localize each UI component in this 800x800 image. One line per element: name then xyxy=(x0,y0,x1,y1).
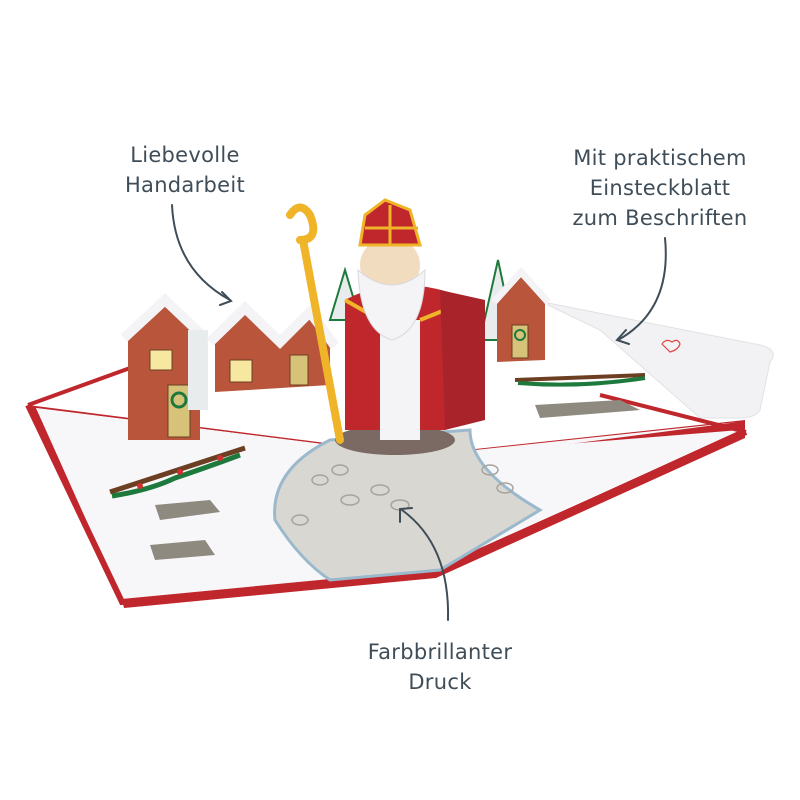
arrowhead-insert-icon xyxy=(615,329,630,345)
arrow-insert-icon xyxy=(617,237,667,341)
saint-nicholas-figure xyxy=(286,198,485,455)
arrowhead-print-icon xyxy=(399,507,413,523)
annotation-print: Farbbrillanter Druck xyxy=(335,637,545,697)
annotation-line: zum Beschriften xyxy=(572,206,748,230)
garland-fence-left xyxy=(109,445,246,499)
annotation-insert-sheet: Mit praktischem Einsteckblatt zum Beschr… xyxy=(545,143,775,233)
annotation-line: Mit praktischem xyxy=(573,146,747,170)
arrowhead-handmade-icon xyxy=(219,291,233,306)
annotation-line: Druck xyxy=(408,670,472,694)
crozier-staff xyxy=(286,203,344,444)
annotation-line: Farbbrillanter xyxy=(367,640,513,664)
annotation-line: Liebevolle xyxy=(130,143,240,167)
village-houses-left xyxy=(120,293,340,440)
annotation-line: Einsteckblatt xyxy=(589,176,731,200)
garland-fence-right xyxy=(514,373,646,387)
annotation-line: Handarbeit xyxy=(124,173,246,197)
arrow-print-icon xyxy=(401,509,450,621)
insert-sheet xyxy=(547,302,774,419)
heart-logo-icon xyxy=(661,339,681,353)
rocks xyxy=(150,400,640,560)
cobblestone-path xyxy=(273,428,543,582)
village-house-right xyxy=(491,266,551,362)
annotation-handmade: Liebevolle Handarbeit xyxy=(100,140,270,200)
arrow-handmade-icon xyxy=(171,204,231,301)
